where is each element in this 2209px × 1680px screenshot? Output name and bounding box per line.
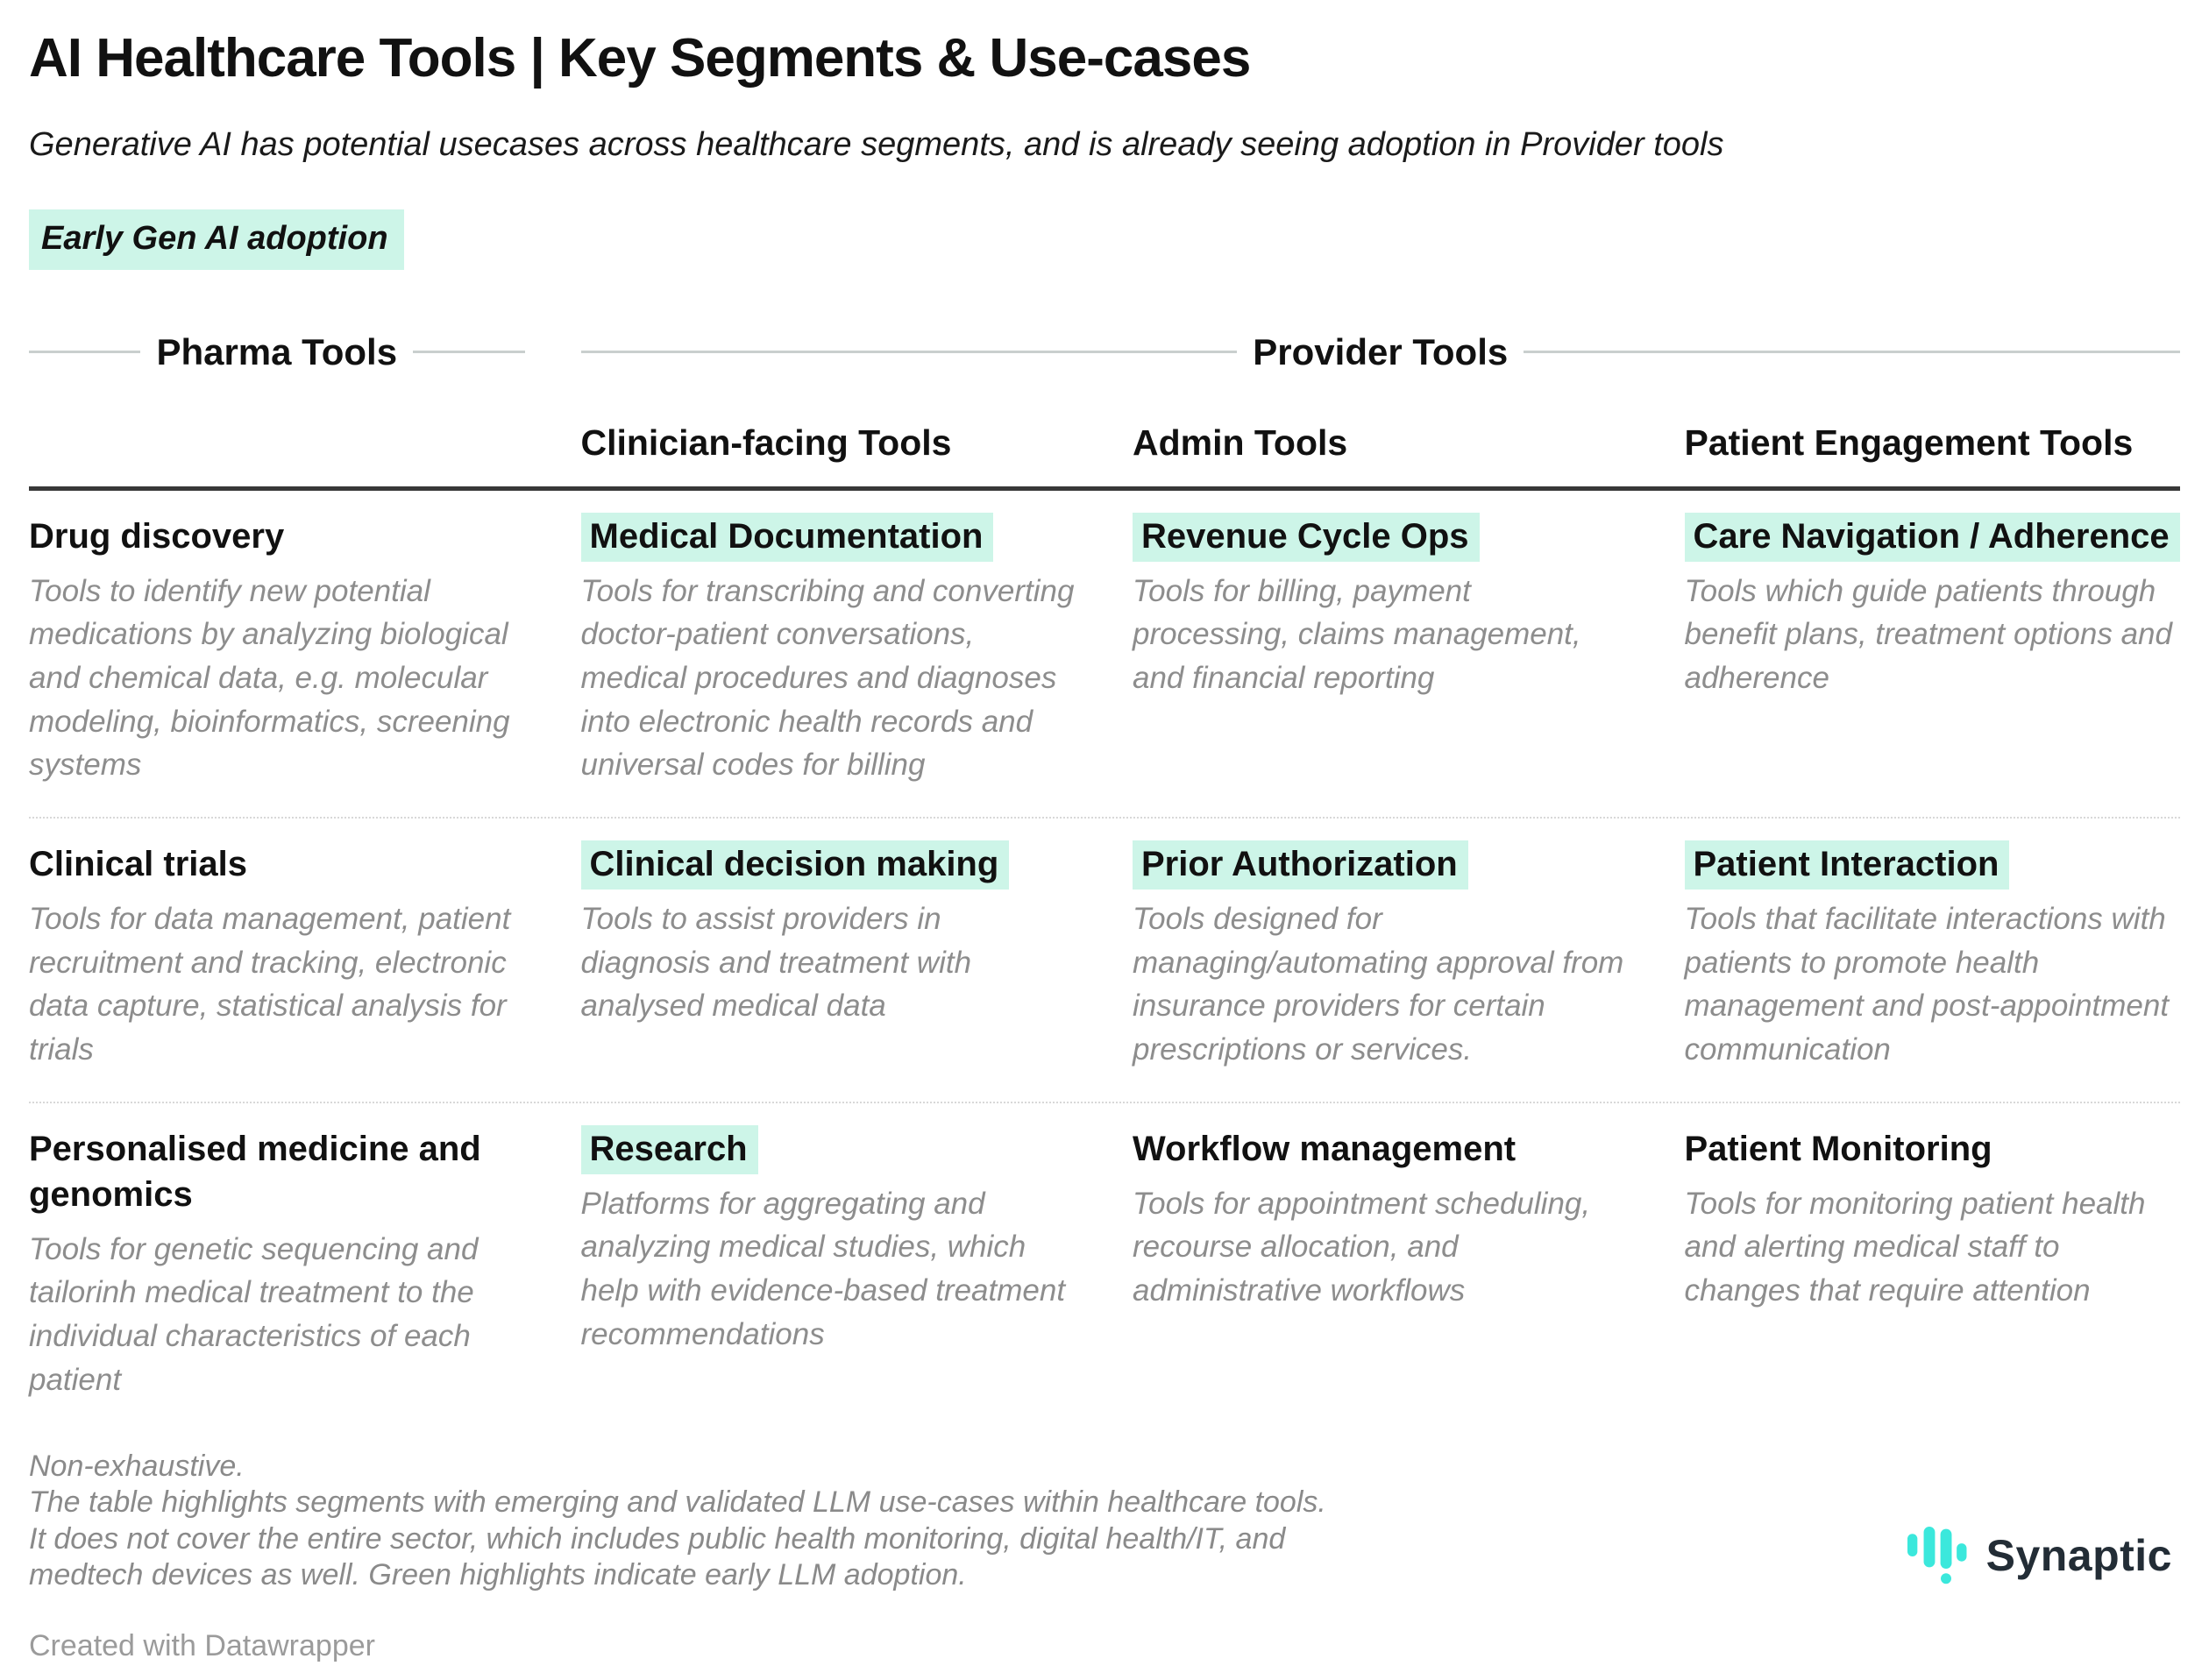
group-header-label: Pharma Tools <box>156 330 398 372</box>
segment-description: Tools for genetic sequencing and tailori… <box>29 1231 479 1397</box>
table-cell: Clinical trials Tools for data managemen… <box>29 841 525 1072</box>
table-cell: Patient Monitoring Tools for monitoring … <box>1685 1126 2181 1402</box>
datawrapper-credit: Created with Datawrapper <box>29 1628 375 1662</box>
segment-title: Clinical decision making <box>580 840 1077 890</box>
table-cell: Prior Authorization Tools designed for m… <box>1133 840 1629 1072</box>
segment-title: Clinical trials <box>29 841 525 887</box>
table-cell: Care Navigation / Adherence Tools which … <box>1684 512 2181 787</box>
segment-title: Workflow management <box>1133 1126 1629 1172</box>
segment-description: Tools to identify new potential medicati… <box>29 573 510 783</box>
table-row: Clinical trials Tools for data managemen… <box>29 816 2181 1102</box>
segment-title-text: Personalised medicine and genomics <box>29 1129 481 1214</box>
synaptic-soundwave-icon <box>1907 1527 1967 1584</box>
segment-title: Research <box>580 1124 1077 1174</box>
segment-title: Personalised medicine and genomics <box>29 1126 525 1217</box>
segment-title: Medical Documentation <box>580 512 1077 562</box>
segment-description: Tools for appointment scheduling, recour… <box>1133 1186 1591 1308</box>
table-cell: Workflow management Tools for appointmen… <box>1133 1126 1629 1402</box>
divider-line <box>1524 351 2181 354</box>
column-header-patient-engagement: Patient Engagement Tools <box>1684 422 2134 463</box>
divider-line <box>580 351 1238 354</box>
segment-title-text: Clinical decision making <box>580 840 1010 890</box>
segment-description: Tools for transcribing and converting do… <box>580 573 1075 783</box>
segment-title-text: Research <box>580 1124 758 1174</box>
segment-description: Tools for monitoring patient health and … <box>1684 1186 2146 1308</box>
table-cell: Drug discovery Tools to identify new pot… <box>29 514 525 787</box>
table-cell: Medical Documentation Tools for transcri… <box>580 512 1077 787</box>
column-header-row: Clinician-facing Tools Admin Tools Patie… <box>29 422 2180 464</box>
header-rule <box>29 486 2180 491</box>
segment-description: Tools designed for managing/automating a… <box>1133 901 1624 1067</box>
segment-title: Patient Interaction <box>1684 840 2181 890</box>
segment-title-text: Care Navigation / Adherence <box>1684 512 2180 562</box>
page-subtitle: Generative AI has potential usecases acr… <box>29 125 1724 163</box>
column-header-empty <box>29 422 525 464</box>
segment-title-text: Medical Documentation <box>580 512 994 562</box>
segment-title: Prior Authorization <box>1133 840 1629 890</box>
segment-title: Patient Monitoring <box>1685 1126 2181 1172</box>
segment-title-text: Revenue Cycle Ops <box>1133 512 1480 562</box>
group-header-pharma: Pharma Tools <box>29 331 525 373</box>
segment-title-text: Patient Interaction <box>1684 840 2010 890</box>
segment-description: Tools for data management, patient recru… <box>29 901 511 1067</box>
page-title: AI Healthcare Tools | Key Segments & Use… <box>29 28 1251 89</box>
column-header-clinician: Clinician-facing Tools <box>580 422 952 463</box>
table-cell: Research Platforms for aggregating and a… <box>580 1124 1077 1402</box>
footer: Non-exhaustive. The table highlights seg… <box>29 1449 1326 1663</box>
segment-title-text: Drug discovery <box>29 516 285 556</box>
synaptic-logo-text: Synaptic <box>1985 1531 2172 1580</box>
segment-title-text: Patient Monitoring <box>1684 1129 1992 1168</box>
segment-title: Revenue Cycle Ops <box>1133 512 1629 562</box>
table-cell: Personalised medicine and genomics Tools… <box>29 1126 525 1402</box>
segment-title-text: Clinical trials <box>29 844 247 883</box>
divider-line <box>413 351 525 354</box>
footnotes: Non-exhaustive. The table highlights seg… <box>29 1450 1326 1592</box>
legend-badge-early-gen-ai: Early Gen AI adoption <box>29 209 404 270</box>
segment-title: Care Navigation / Adherence <box>1684 512 2181 562</box>
segment-description: Tools which guide patients through benef… <box>1684 573 2172 695</box>
divider-line <box>29 351 141 354</box>
table-row: Personalised medicine and genomics Tools… <box>29 1101 2181 1432</box>
segment-title-text: Prior Authorization <box>1133 840 1468 890</box>
table-cell: Patient Interaction Tools that facilitat… <box>1684 840 2181 1072</box>
group-header-label: Provider Tools <box>1253 330 1509 372</box>
segment-title-text: Workflow management <box>1133 1129 1516 1168</box>
table-cell: Clinical decision making Tools to assist… <box>580 840 1077 1072</box>
table-row: Drug discovery Tools to identify new pot… <box>29 491 2180 817</box>
segment-description: Platforms for aggregating and analyzing … <box>580 1186 1066 1351</box>
group-header-provider: Provider Tools <box>580 330 2181 373</box>
segment-title: Drug discovery <box>29 514 525 559</box>
segment-description: Tools that facilitate interactions with … <box>1684 901 2170 1067</box>
table-cell: Revenue Cycle Ops Tools for billing, pay… <box>1133 512 1629 787</box>
synaptic-logo: Synaptic <box>1907 1527 2172 1584</box>
group-header-row: Pharma Tools Provider Tools <box>29 330 2181 373</box>
segment-description: Tools for billing, payment processing, c… <box>1133 573 1581 695</box>
segment-description: Tools to assist providers in diagnosis a… <box>580 901 972 1024</box>
column-header-admin: Admin Tools <box>1133 422 1348 463</box>
